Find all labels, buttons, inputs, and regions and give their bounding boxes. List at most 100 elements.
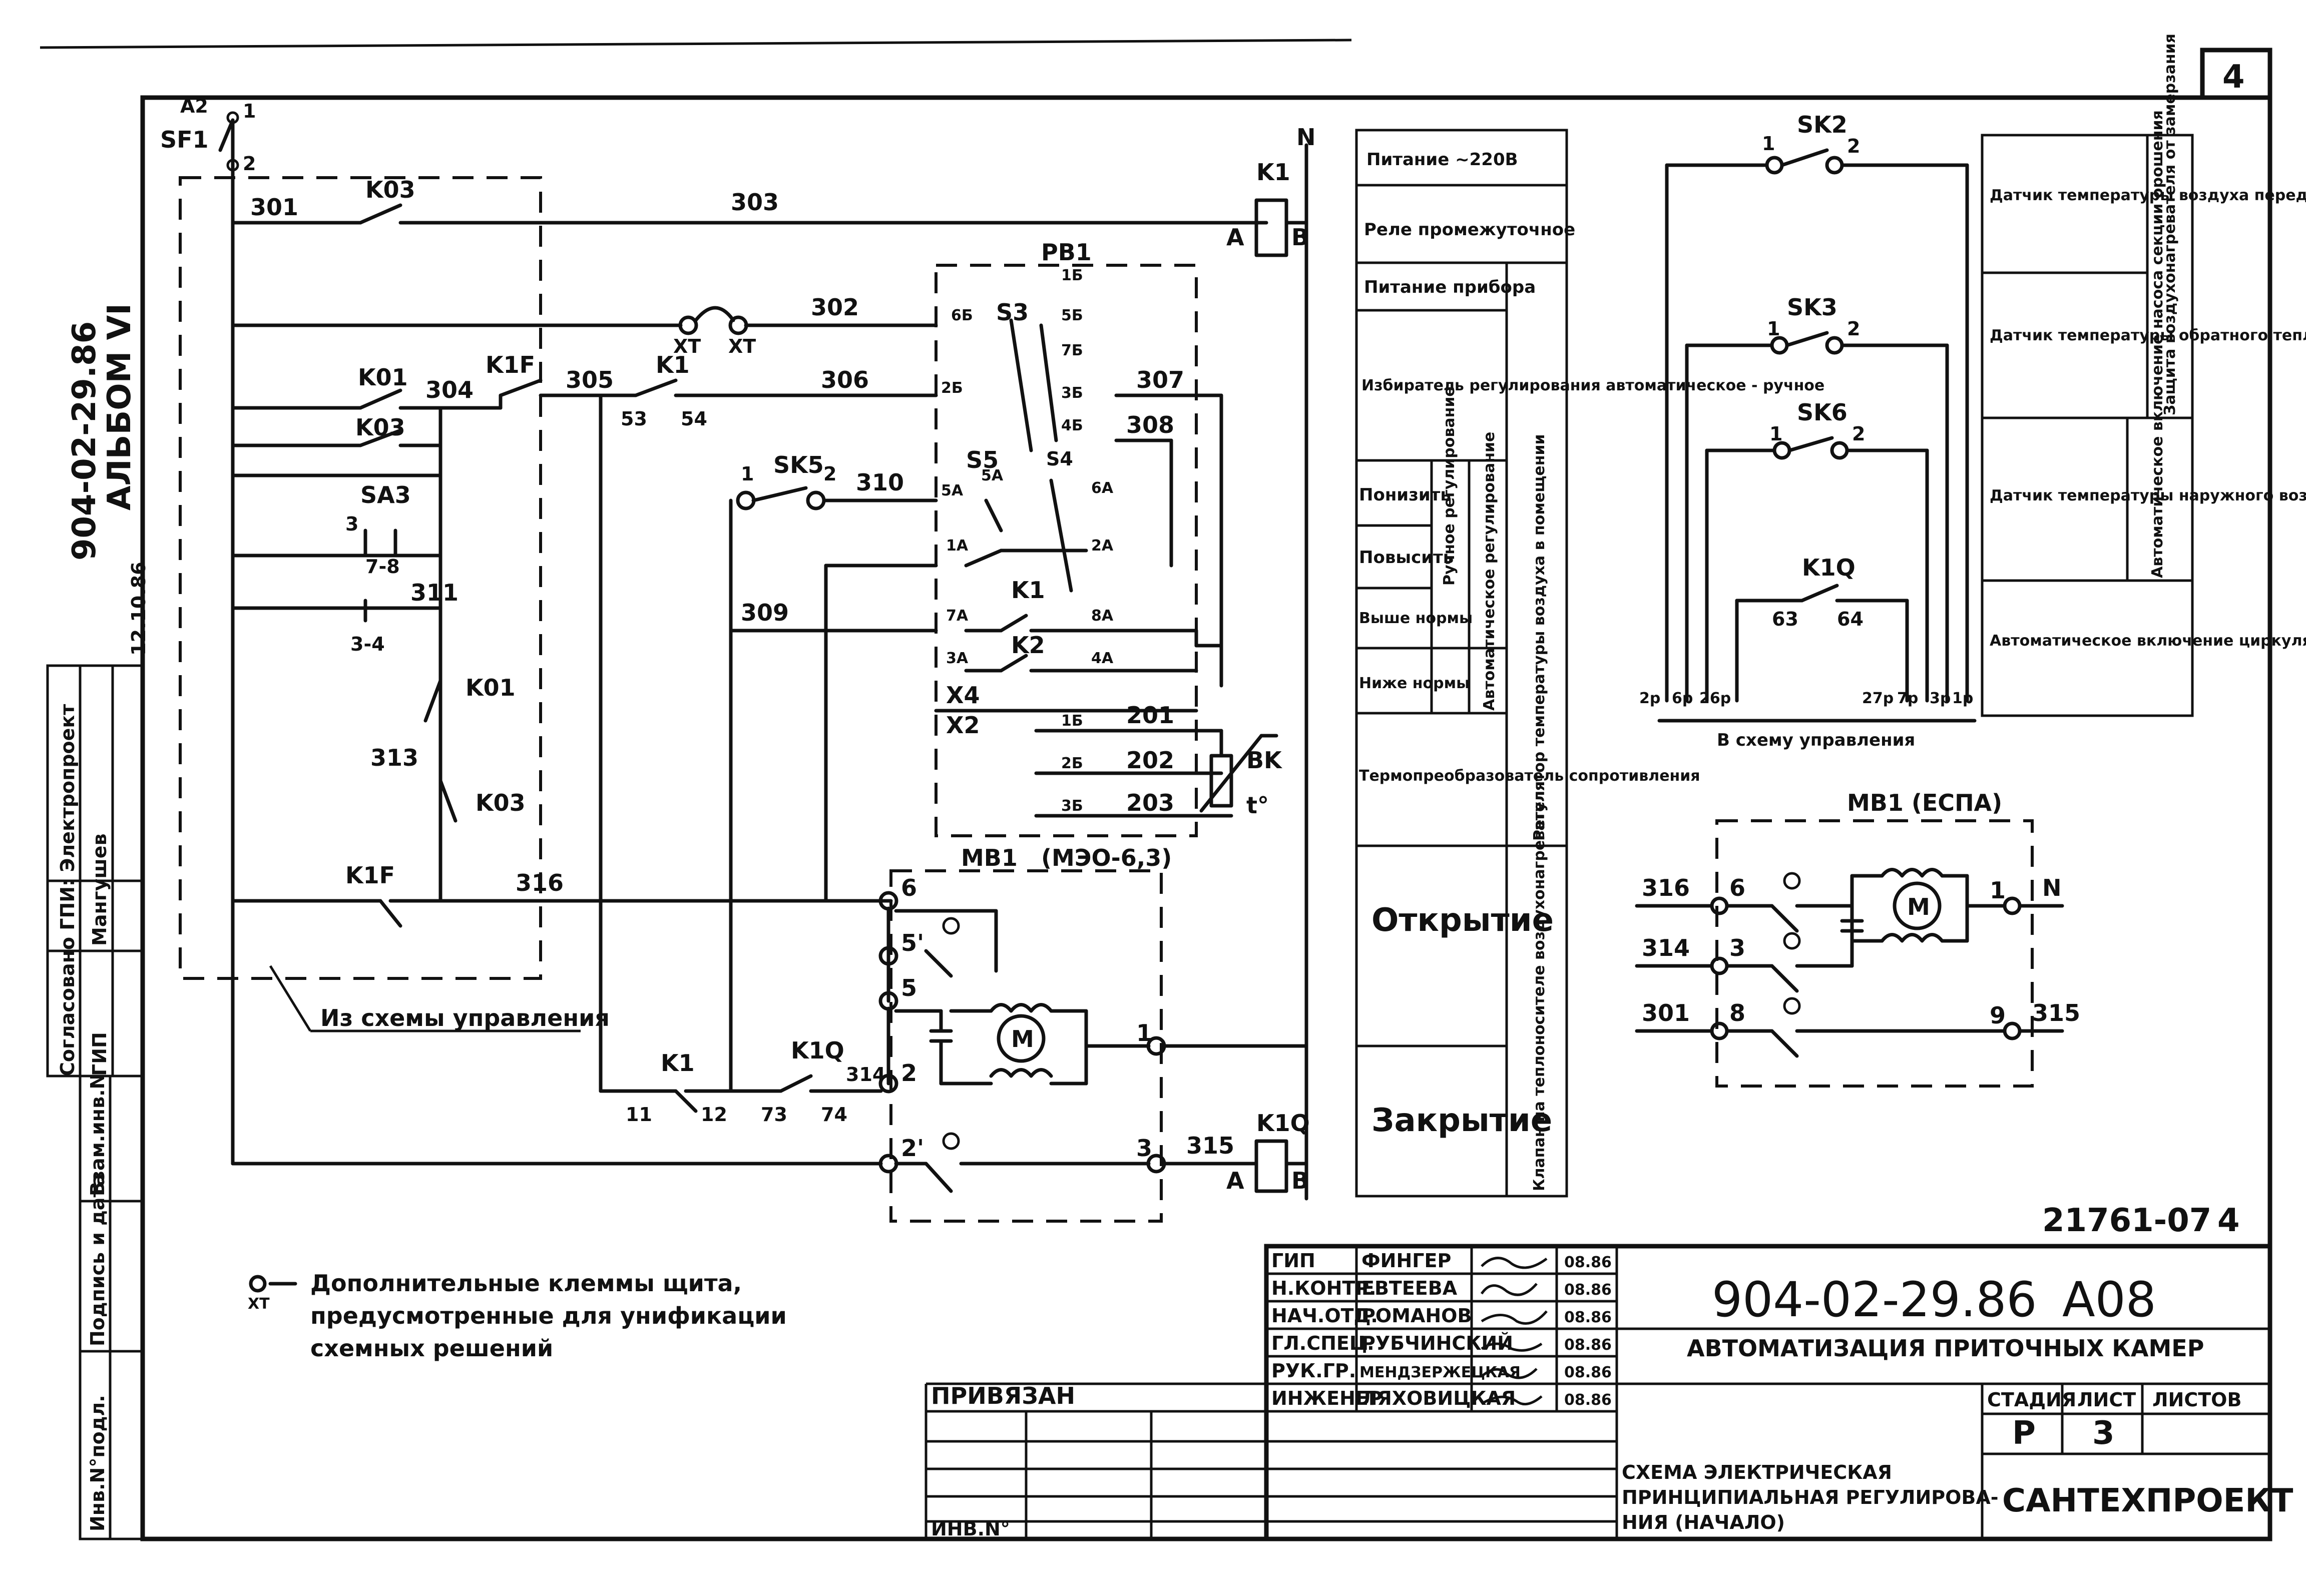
wire-316: 316 bbox=[516, 869, 564, 896]
side-vzam-inv: Взам.инв.N bbox=[87, 1074, 109, 1196]
doc-code-suffix: А08 bbox=[2062, 1272, 2156, 1328]
wire-309: 309 bbox=[741, 599, 789, 626]
from-control-label: Из схемы управления bbox=[320, 1004, 610, 1031]
sheets-label: ЛИСТОВ bbox=[2152, 1389, 2241, 1411]
sk6-label: SK6 bbox=[1797, 399, 1848, 426]
wire-307: 307 bbox=[1136, 366, 1184, 393]
k1f-label: K1F bbox=[486, 351, 535, 378]
side-inv-podl: Инв.N°подл. bbox=[87, 1395, 109, 1531]
org-name: САНТЕХПРОЕКТ bbox=[2002, 1482, 2293, 1519]
s5-label: S5 bbox=[966, 446, 999, 473]
wire-202: 202 bbox=[1126, 747, 1174, 774]
mb1-term-3: 3 bbox=[1136, 1135, 1152, 1162]
legend-line-3: схемных решений bbox=[310, 1335, 553, 1362]
legend-line-2: предусмотренные для унификации bbox=[310, 1302, 787, 1329]
term-7p: 7р bbox=[1897, 690, 1918, 707]
role-glspec: ГЛ.СПЕЦ. bbox=[1271, 1332, 1374, 1354]
k1-contact-label: K1 bbox=[656, 351, 690, 378]
k1q-contact: K1Q bbox=[791, 1037, 844, 1064]
contact-74: 74 bbox=[821, 1104, 847, 1126]
sf1-label: SF1 bbox=[160, 126, 209, 153]
name-2: РОМАНОВ bbox=[1361, 1305, 1472, 1327]
project-name: АВТОМАТИЗАЦИЯ ПРИТОЧНЫХ КАМЕР bbox=[1687, 1335, 2204, 1362]
mb1-term-5: 5 bbox=[901, 974, 917, 1001]
coil-k1q: K1Q bbox=[1256, 1110, 1310, 1137]
xt-2: XT bbox=[728, 335, 756, 357]
k1q-right: K1Q bbox=[1802, 554, 1856, 581]
sk5-pin1: 1 bbox=[741, 463, 754, 485]
wire-308: 308 bbox=[1126, 411, 1174, 438]
fn-valve: Клапан на теплоносителе воздухонагревате… bbox=[1531, 781, 1548, 1191]
signature-0 bbox=[1481, 1257, 1548, 1269]
wire-304: 304 bbox=[425, 376, 474, 403]
pin-x2-3b: 3Б bbox=[1061, 797, 1083, 815]
sk3-pin1: 1 bbox=[1767, 318, 1780, 340]
fn-room-regulator: Регулятор температуры воздуха в помещени… bbox=[1531, 434, 1548, 841]
name-0: ФИНГЕР bbox=[1361, 1250, 1451, 1272]
title-block: ГИП Н.КОНТР. НАЧ.ОТД. ГЛ.СПЕЦ. РУК.ГР. И… bbox=[925, 1244, 2293, 1541]
sf1-pin2: 2 bbox=[243, 153, 256, 175]
mb1-term-6: 6 bbox=[901, 874, 917, 901]
fn-below-norm: Ниже нормы bbox=[1359, 675, 1470, 692]
contact-63: 63 bbox=[1772, 608, 1798, 630]
sa3-pos-78: 7-8 bbox=[365, 556, 400, 578]
contact-53: 53 bbox=[621, 408, 647, 430]
term-6p: 6р bbox=[1672, 690, 1693, 707]
coil-k1q-a: A bbox=[1226, 1167, 1244, 1194]
pin-4b: 4Б bbox=[1061, 417, 1083, 434]
date-4: 08.86 bbox=[1564, 1364, 1612, 1381]
sk5-pin2: 2 bbox=[823, 463, 836, 485]
pin-1b: 1Б bbox=[1061, 267, 1083, 284]
date-3: 08.86 bbox=[1564, 1336, 1612, 1354]
sensor-pump-auto: Автоматическое включение циркуляционного… bbox=[1990, 632, 2306, 650]
sk6-pin1: 1 bbox=[1769, 423, 1782, 445]
pin-1a: 1А bbox=[946, 537, 969, 555]
reg-k1: K1 bbox=[1011, 577, 1045, 604]
xt-1: XT bbox=[673, 335, 701, 357]
k03-series: K03 bbox=[476, 789, 526, 816]
sk3-pin2: 2 bbox=[1847, 318, 1860, 340]
fn-power-220: Питание ~220В bbox=[1366, 150, 1518, 170]
pin-s5-5a: 5А bbox=[981, 467, 1004, 484]
role-engineer: ИНЖЕНЕР bbox=[1271, 1387, 1382, 1409]
side-agreed: Согласовано ГПИ: Электропроект bbox=[57, 704, 79, 1076]
side-gip-label: ГИП bbox=[89, 1032, 111, 1076]
pb1-label: PB1 bbox=[1041, 239, 1092, 266]
k1-nc: K1 bbox=[661, 1049, 695, 1077]
sheet-number: 4 bbox=[2222, 59, 2245, 96]
term-27p: 27р bbox=[1862, 690, 1894, 707]
sa3-pos-34: 3-4 bbox=[350, 633, 385, 655]
contact-54: 54 bbox=[681, 408, 707, 430]
wire-315: 315 bbox=[1186, 1132, 1234, 1159]
side-album: АЛЬБОМ VI bbox=[101, 303, 138, 510]
k01-label: K01 bbox=[358, 364, 408, 391]
pin-7a: 7А bbox=[946, 607, 969, 625]
reg-k2: K2 bbox=[1011, 632, 1045, 659]
signature-3 bbox=[1481, 1342, 1543, 1352]
sensor-outdoor: Датчик температуры наружного воздуха bbox=[1990, 487, 2306, 504]
signature-1 bbox=[1480, 1283, 1538, 1296]
espa-motor: M bbox=[1907, 893, 1930, 920]
fn-selector: Избиратель регулирования автоматическое … bbox=[1361, 377, 1824, 394]
k03-top: K03 bbox=[365, 176, 415, 203]
sf1-pin1: 1 bbox=[243, 100, 256, 122]
sensor-frost: Защита воздухонагревателя от замерзания bbox=[2161, 34, 2179, 415]
function-table: Питание ~220В Реле промежуточное Питание… bbox=[1355, 129, 1824, 1198]
espa-neutral: N bbox=[2042, 874, 2062, 901]
pin-3b: 3Б bbox=[1061, 384, 1083, 402]
fn-open: Открытие bbox=[1371, 902, 1554, 939]
contact-73: 73 bbox=[761, 1104, 787, 1126]
side-gip-name: Мангушев bbox=[89, 833, 111, 946]
main-control-circuit: SF1 A2 1 2 Из схемы управления 301 K03 3… bbox=[160, 95, 1316, 1223]
relay-k1-a: A bbox=[1226, 224, 1244, 251]
side-podp-data: Подпись и дата bbox=[87, 1174, 109, 1346]
sk5-label: SK5 bbox=[773, 451, 824, 478]
date-2: 08.86 bbox=[1564, 1309, 1612, 1326]
mb1-espa-label: MB1 (ЕСПА) bbox=[1847, 789, 2002, 816]
contact-11: 11 bbox=[626, 1104, 652, 1126]
name-1: ЕВТЕЕВА bbox=[1361, 1277, 1458, 1299]
mb1-term-2: 2 bbox=[901, 1059, 917, 1087]
pin-3a: 3А bbox=[946, 650, 969, 667]
wire-302: 302 bbox=[811, 294, 859, 321]
